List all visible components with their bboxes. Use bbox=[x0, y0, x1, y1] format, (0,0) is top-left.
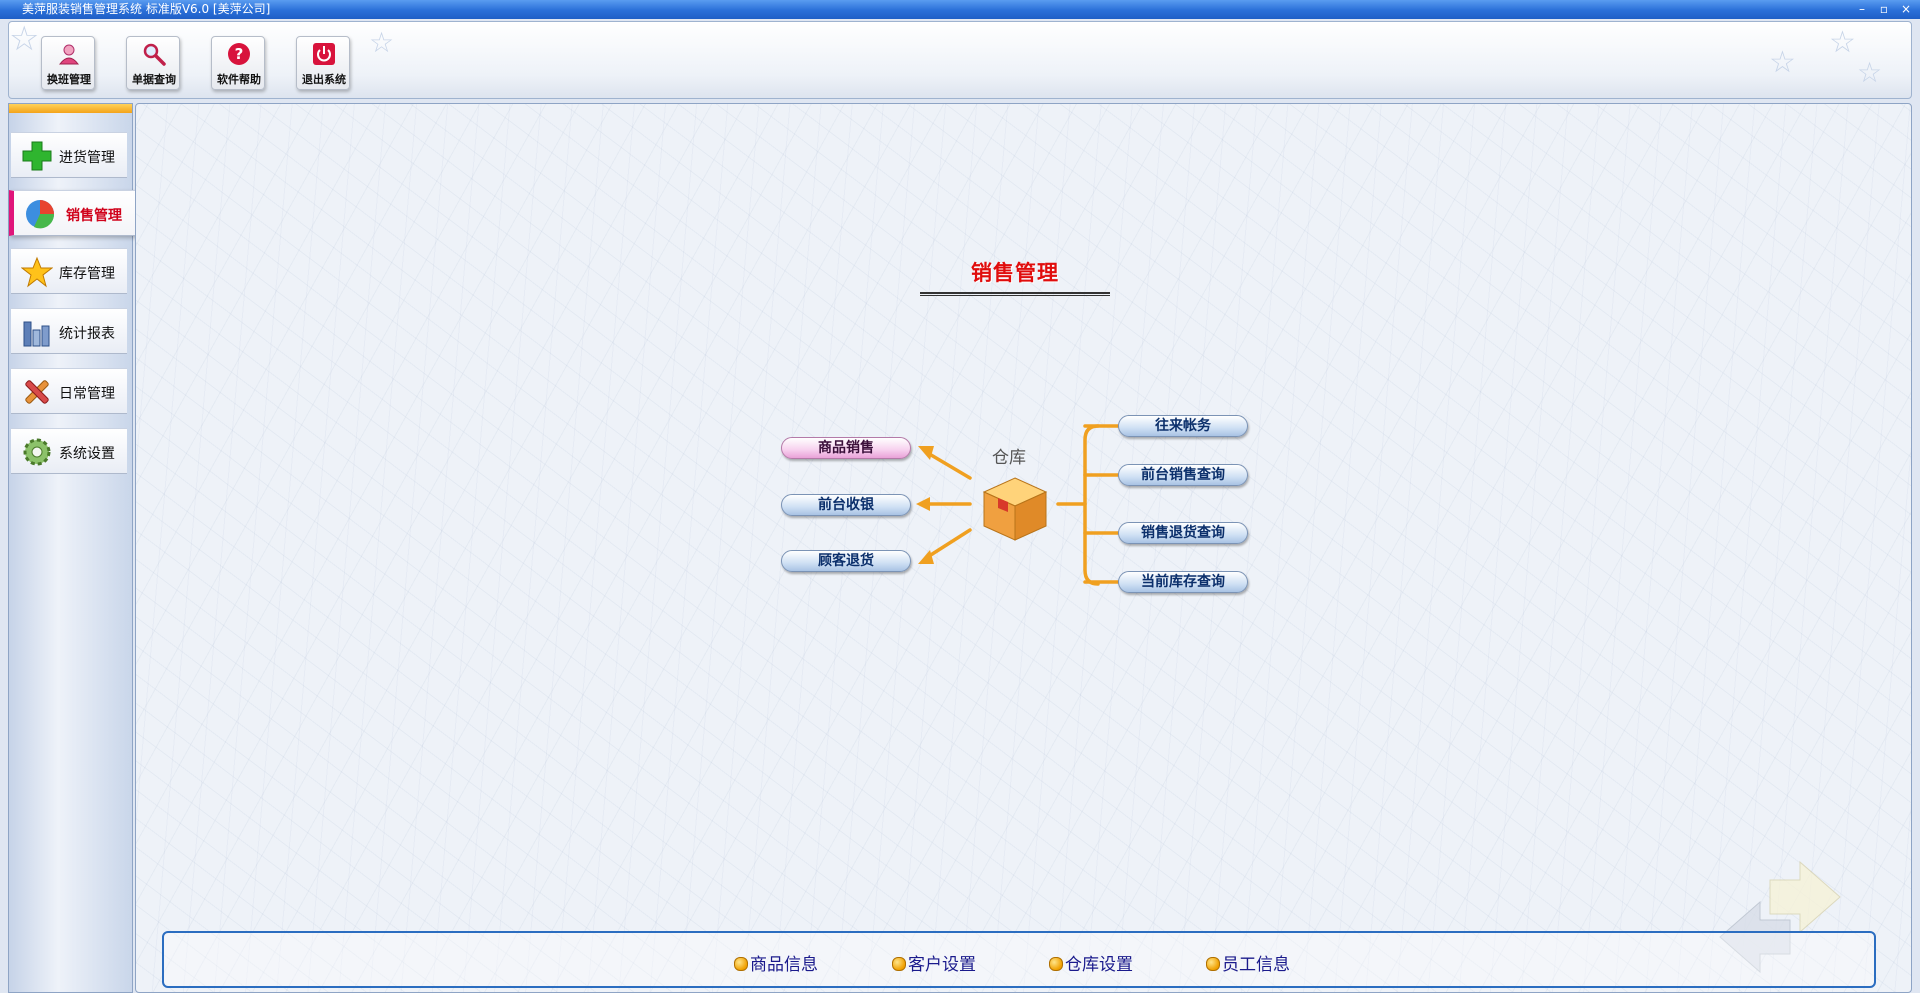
warehouse-box-icon bbox=[982, 477, 1048, 541]
tools-icon bbox=[25, 380, 49, 404]
quick-link-warehouse-settings[interactable]: 仓库设置 bbox=[1049, 950, 1133, 975]
sidebar-item-label: 统计报表 bbox=[59, 326, 115, 342]
main-panel bbox=[135, 103, 1912, 993]
title-bar: 美萍服装销售管理系统 标准版V6.0 [美萍公司] – ▫ × bbox=[0, 0, 1920, 19]
toolbar-button-label: 换班管理 bbox=[47, 73, 91, 86]
sidebar-top-accent bbox=[9, 104, 132, 113]
help-button[interactable]: ? 软件帮助 bbox=[211, 36, 265, 90]
document-query-button[interactable]: 单据查询 bbox=[126, 36, 180, 90]
sidebar-item-purchase[interactable]: 进货管理 bbox=[11, 132, 127, 178]
sidebar-item-sales[interactable]: 销售管理 bbox=[9, 190, 137, 236]
forward-arrow-icon bbox=[1769, 860, 1841, 934]
bullet-icon bbox=[892, 957, 906, 971]
gear-icon bbox=[23, 438, 51, 466]
sidebar-item-label: 系统设置 bbox=[59, 446, 115, 462]
arrow-head-icon bbox=[918, 446, 934, 460]
bullet-icon bbox=[734, 957, 748, 971]
sidebar-item-label: 库存管理 bbox=[59, 266, 115, 282]
sidebar-item-inventory[interactable]: 库存管理 bbox=[11, 248, 127, 294]
sidebar: 进货管理 销售管理 库存管理 统计报表 日常管理 bbox=[8, 103, 137, 993]
bar-chart-icon bbox=[23, 321, 50, 347]
svg-text:?: ? bbox=[235, 45, 244, 63]
product-sales-button[interactable]: 商品销售 bbox=[781, 437, 911, 459]
power-icon bbox=[313, 43, 335, 65]
arrow-head-icon bbox=[918, 550, 934, 564]
star-icon bbox=[21, 256, 53, 288]
arrow-to-product-sales bbox=[924, 450, 972, 480]
window-title: 美萍服装销售管理系统 标准版V6.0 [美萍公司] bbox=[22, 2, 271, 16]
arrow-to-customer-return bbox=[924, 528, 972, 560]
toolbar-button-label: 退出系统 bbox=[302, 73, 346, 86]
sidebar-item-reports[interactable]: 统计报表 bbox=[11, 308, 127, 354]
exit-button[interactable]: 退出系统 bbox=[296, 36, 350, 90]
sidebar-item-label: 销售管理 bbox=[66, 208, 122, 224]
bullet-icon bbox=[1049, 957, 1063, 971]
close-button[interactable]: × bbox=[1900, 2, 1912, 16]
connector-bracket bbox=[1083, 424, 1100, 586]
toolbar-button-label: 单据查询 bbox=[132, 73, 176, 86]
title-underline bbox=[920, 292, 1110, 296]
quick-link-customer-settings[interactable]: 客户设置 bbox=[892, 950, 976, 975]
sidebar-item-daily[interactable]: 日常管理 bbox=[11, 368, 127, 414]
plus-icon bbox=[22, 141, 52, 171]
quick-links-bar: 商品信息 客户设置 仓库设置 员工信息 bbox=[162, 931, 1876, 988]
warehouse-label: 仓库 bbox=[992, 448, 1026, 468]
sidebar-item-settings[interactable]: 系统设置 bbox=[11, 428, 127, 474]
star-decoration-icon: ☆ bbox=[1829, 25, 1856, 60]
help-icon: ? bbox=[228, 43, 250, 65]
user-switch-icon bbox=[58, 44, 80, 65]
magnifier-icon bbox=[143, 43, 166, 66]
sidebar-item-label: 进货管理 bbox=[59, 150, 115, 166]
star-decoration-icon: ☆ bbox=[1769, 45, 1796, 80]
arrow-head-icon bbox=[916, 497, 930, 511]
back-arrow-icon bbox=[1719, 900, 1791, 974]
quick-link-product-info[interactable]: 商品信息 bbox=[734, 950, 818, 975]
star-decoration-icon: ☆ bbox=[369, 26, 395, 59]
star-decoration-icon: ☆ bbox=[1857, 56, 1883, 89]
quick-link-staff-info[interactable]: 员工信息 bbox=[1206, 950, 1290, 975]
minimize-button[interactable]: – bbox=[1859, 2, 1865, 16]
accounts-button[interactable]: 往来帐务 bbox=[1118, 415, 1248, 437]
star-decoration-icon: ☆ bbox=[9, 21, 40, 59]
sales-return-query-button[interactable]: 销售退货查询 bbox=[1118, 522, 1248, 544]
front-cashier-button[interactable]: 前台收银 bbox=[781, 494, 911, 516]
nav-arrows-decoration bbox=[1719, 860, 1841, 974]
bullet-icon bbox=[1206, 957, 1220, 971]
shift-management-button[interactable]: 换班管理 bbox=[41, 36, 95, 90]
page-title: 销售管理 bbox=[971, 261, 1059, 285]
toolbar-button-label: 软件帮助 bbox=[217, 73, 261, 86]
maximize-button[interactable]: ▫ bbox=[1879, 2, 1889, 16]
customer-return-button[interactable]: 顾客退货 bbox=[781, 550, 911, 572]
toolbar: ☆ ☆ ☆ ☆ ☆ 换班管理 单据查询 ? 软件帮助 退出系统 bbox=[8, 21, 1912, 99]
pie-icon bbox=[26, 200, 55, 229]
front-sales-query-button[interactable]: 前台销售查询 bbox=[1118, 464, 1248, 486]
sidebar-item-label: 日常管理 bbox=[59, 386, 115, 402]
current-stock-query-button[interactable]: 当前库存查询 bbox=[1118, 571, 1248, 593]
